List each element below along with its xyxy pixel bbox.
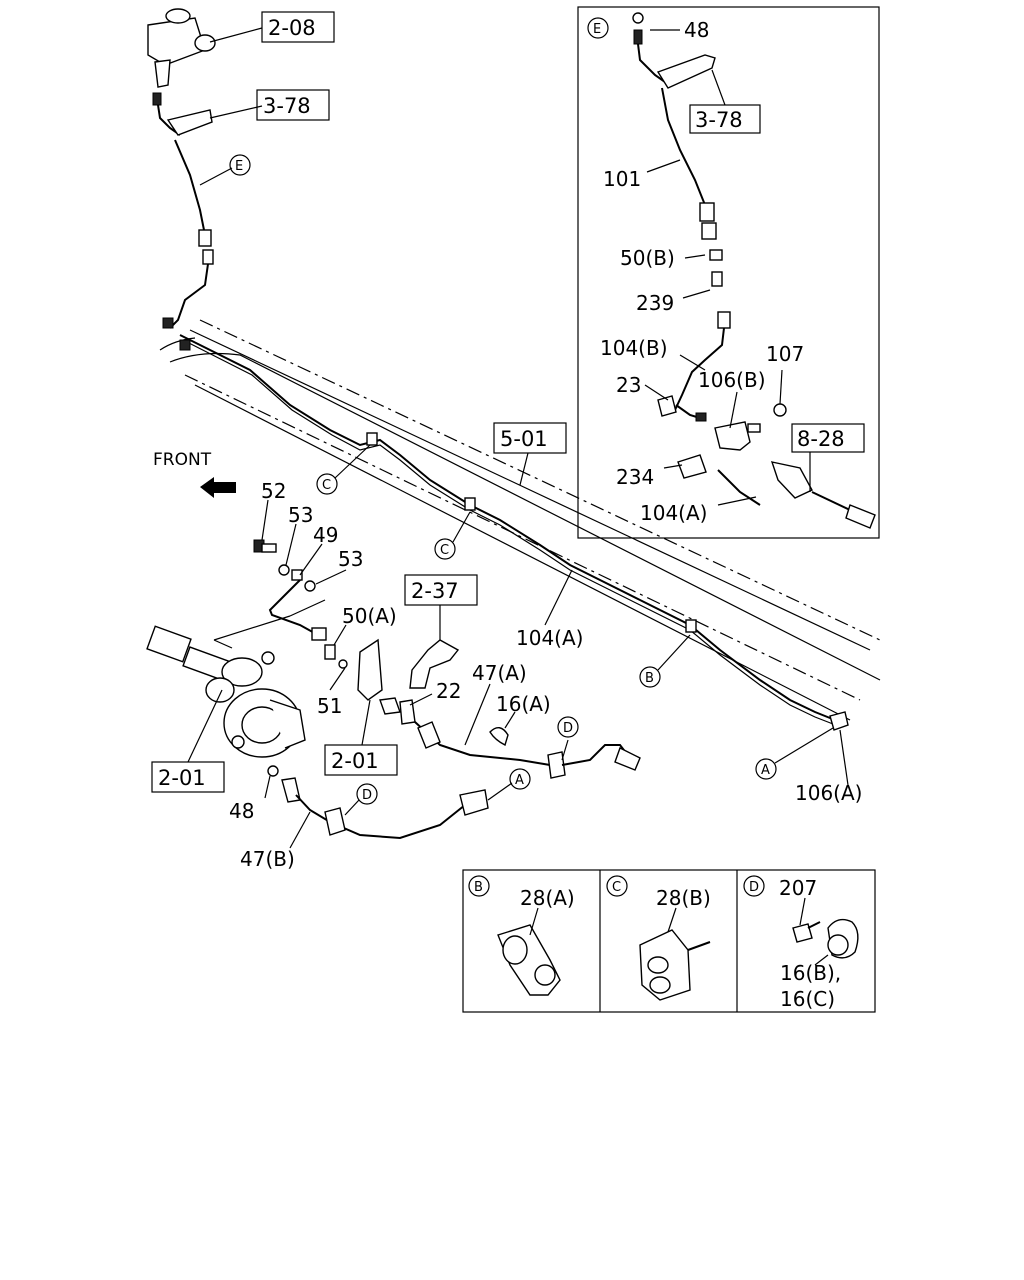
callout-28a: 28(A)	[520, 886, 575, 910]
inset-callout-23: 23	[616, 373, 641, 397]
detail-panels	[462, 869, 876, 1013]
panel-c-letter: C	[612, 880, 621, 895]
circle-a1: A	[515, 773, 524, 788]
circle-c2: C	[440, 543, 449, 558]
inset-callout-104b: 104(B)	[600, 336, 668, 360]
ref-2-37: 2-37	[411, 579, 459, 603]
inset-callout-101: 101	[603, 167, 641, 191]
frame-rail	[159, 319, 881, 721]
front-label: FRONT	[153, 450, 212, 470]
callout-104a: 104(A)	[516, 626, 583, 650]
pipe-clamps	[179, 339, 697, 633]
callout-52: 52	[261, 479, 286, 503]
callout-53-upper: 53	[288, 503, 313, 527]
part-106a	[829, 711, 849, 786]
panel-b-letter: B	[474, 880, 483, 895]
clip-28a	[497, 924, 561, 996]
clip-28b	[639, 929, 711, 1001]
ref-3-78-inset: 3-78	[695, 108, 743, 132]
callout-48-lower: 48	[229, 799, 254, 823]
inset-callout-50b: 50(B)	[620, 246, 675, 270]
inset-callout-106b: 106(B)	[698, 368, 766, 392]
panel-d-letter: D	[749, 880, 759, 895]
clip-16bc	[792, 918, 859, 959]
callout-50a: 50(A)	[342, 604, 397, 628]
upper-hose	[152, 92, 214, 329]
callout-16a: 16(A)	[496, 692, 551, 716]
callout-22: 22	[436, 679, 461, 703]
circle-d1: D	[563, 721, 573, 736]
inset-e-parts	[632, 12, 876, 529]
circle-a2: A	[761, 763, 770, 778]
clutch-master-cylinder	[146, 625, 306, 758]
ref-2-01-left: 2-01	[158, 766, 206, 790]
ref-2-08: 2-08	[268, 16, 316, 40]
circle-e-inset: E	[593, 22, 601, 37]
circle-d2: D	[362, 788, 372, 803]
callout-47b: 47(B)	[240, 847, 295, 871]
callout-106a: 106(A)	[795, 781, 862, 805]
front-arrow-icon	[200, 477, 236, 498]
callout-53-lower: 53	[338, 547, 363, 571]
small-fittings	[253, 539, 336, 660]
ref-5-01: 5-01	[500, 427, 548, 451]
callout-49: 49	[313, 523, 338, 547]
callout-207: 207	[779, 876, 817, 900]
inset-callout-48: 48	[684, 18, 709, 42]
callout-16bc-line1: 16(B),	[780, 961, 841, 985]
inset-e-frame	[577, 6, 880, 539]
bracket-51	[338, 638, 460, 725]
hose-47b	[267, 765, 489, 840]
inset-callout-239: 239	[636, 291, 674, 315]
circle-b1: B	[645, 671, 654, 686]
ref-3-78: 3-78	[263, 94, 311, 118]
circle-callouts	[229, 154, 834, 805]
hose-47a	[414, 721, 641, 779]
callout-47a: 47(A)	[472, 661, 527, 685]
circle-c1: C	[322, 478, 331, 493]
ref-8-28-inset: 8-28	[797, 427, 845, 451]
reservoir	[147, 8, 216, 88]
inset-callout-104a: 104(A)	[640, 501, 707, 525]
inset-callout-234: 234	[616, 465, 654, 489]
ref-2-01-center: 2-01	[331, 749, 379, 773]
inset-callout-107: 107	[766, 342, 804, 366]
callout-51: 51	[317, 694, 342, 718]
circle-e-main: E	[235, 159, 243, 174]
brake-pipe-104a	[179, 334, 836, 721]
callout-16bc-line2: 16(C)	[780, 987, 835, 1011]
callout-28b: 28(B)	[656, 886, 711, 910]
